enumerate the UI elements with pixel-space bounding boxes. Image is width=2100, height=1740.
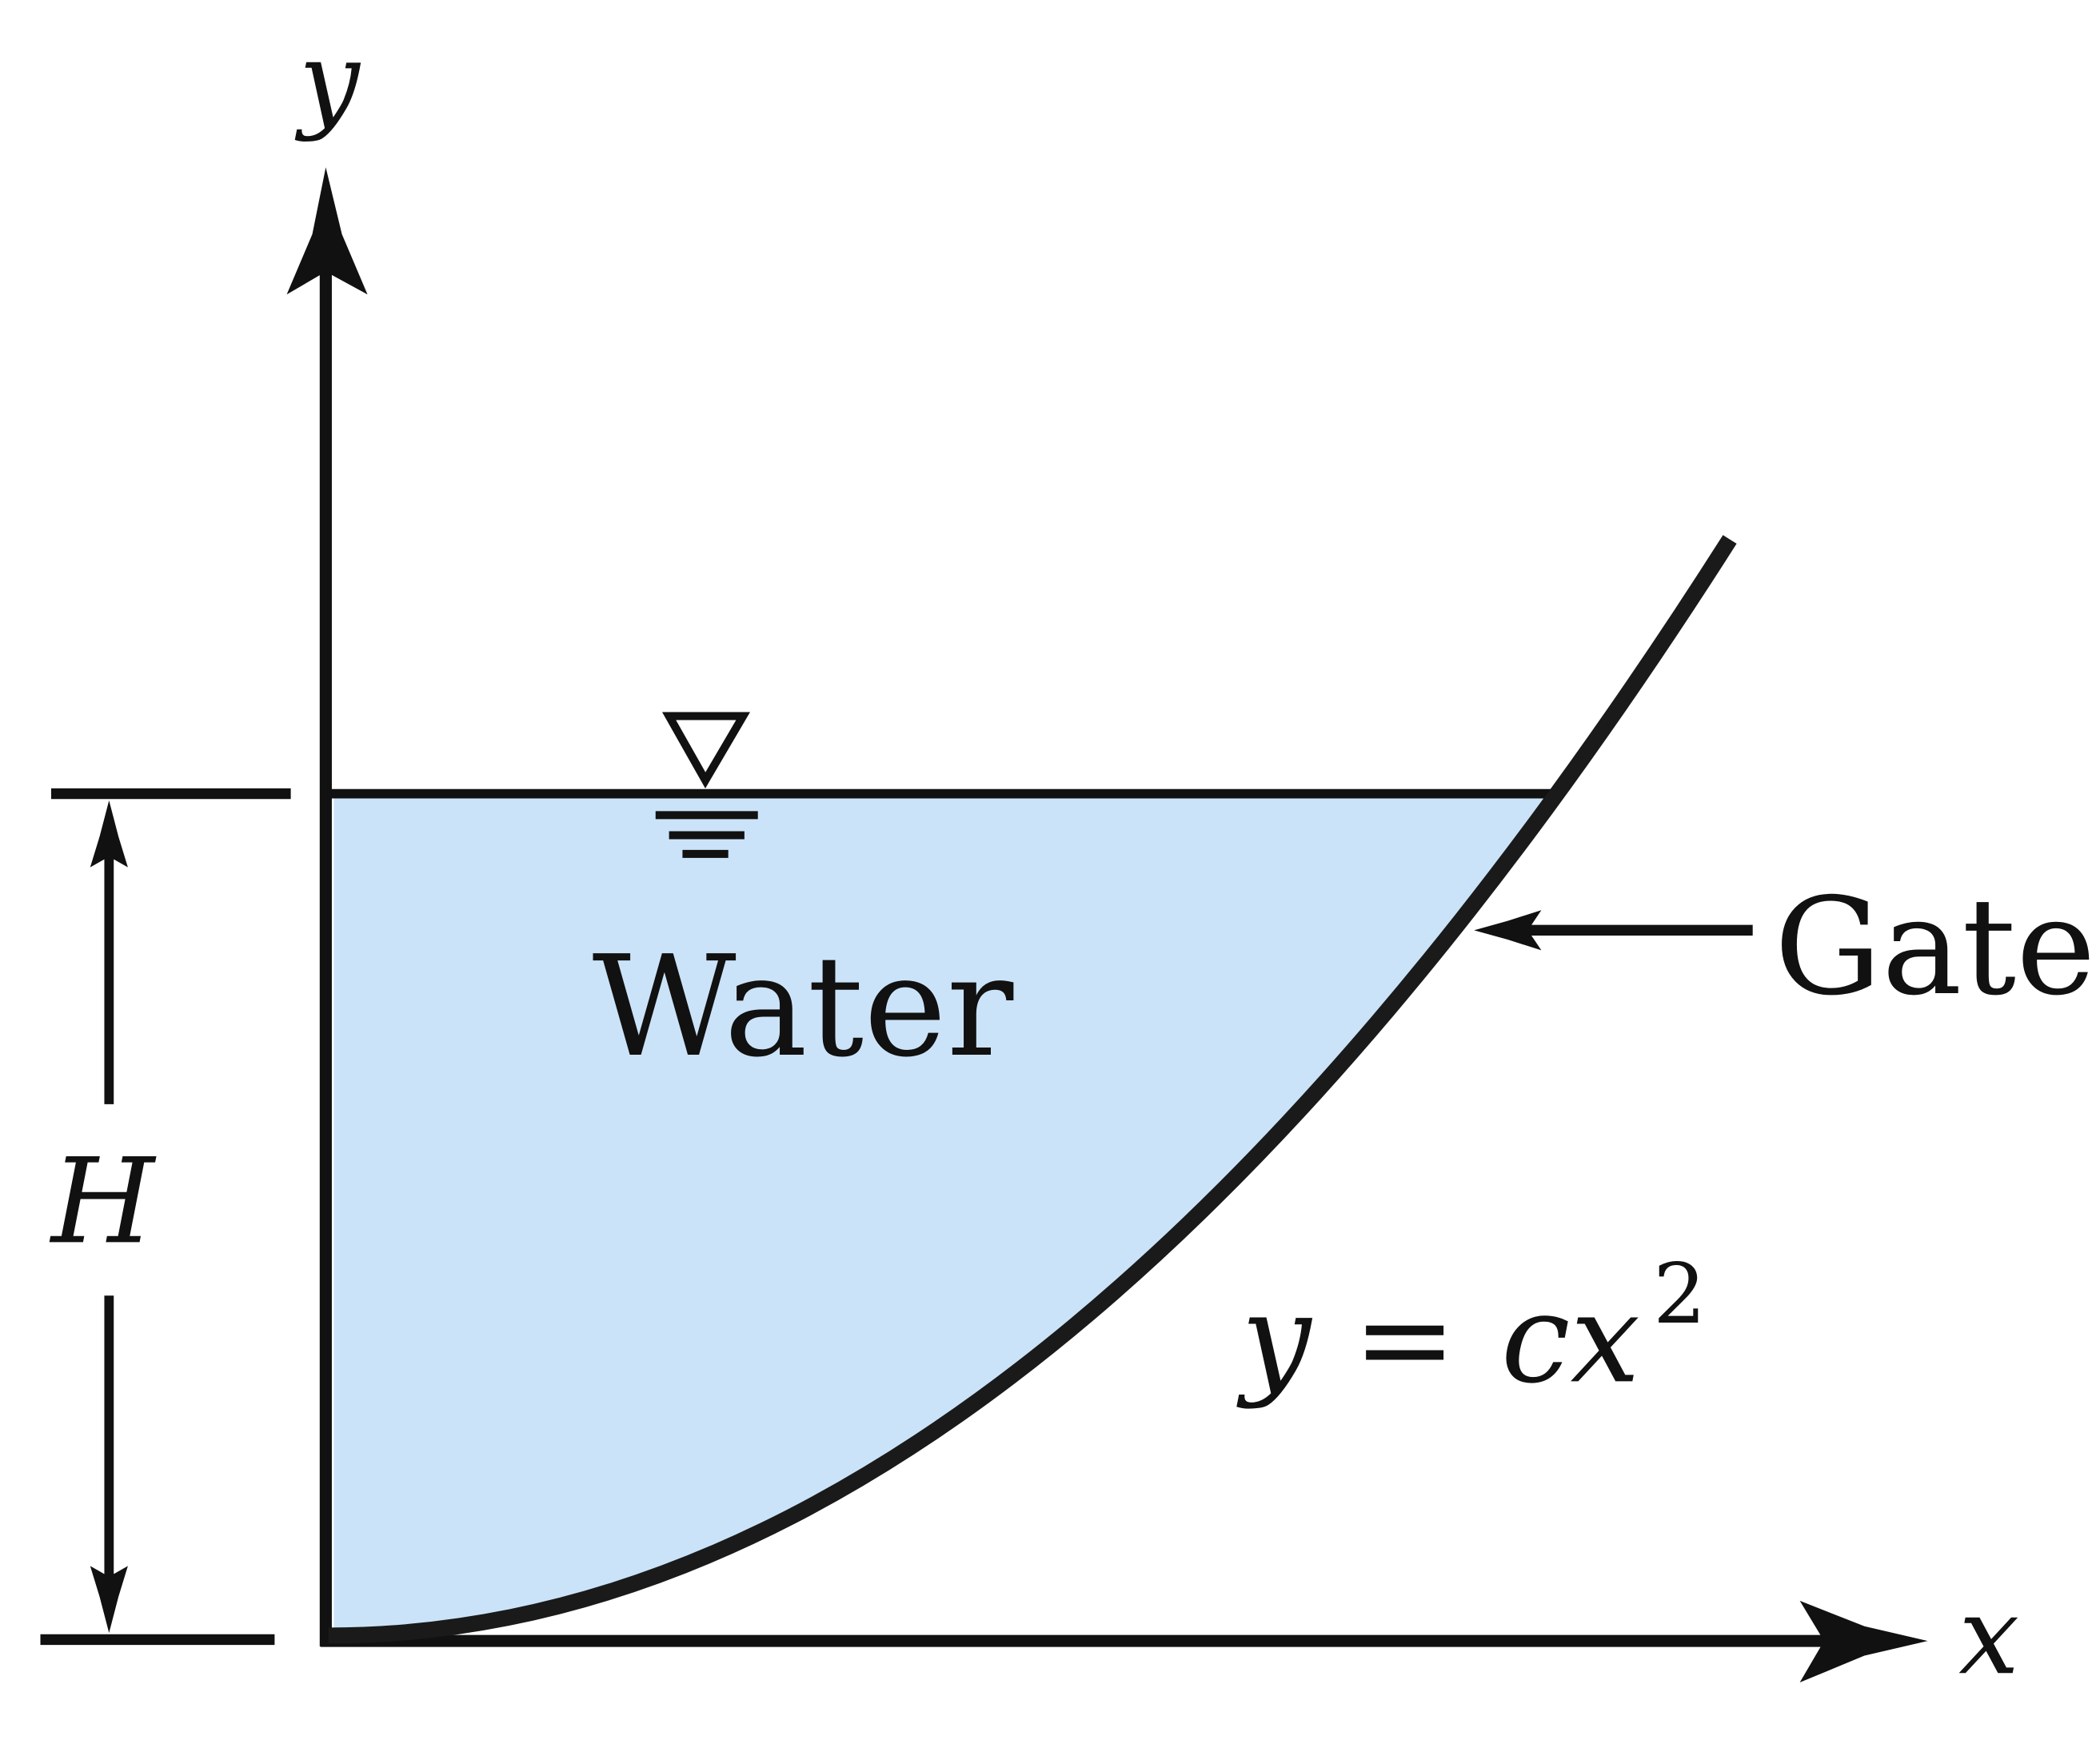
gate-label: Gate [1775, 868, 2096, 1024]
height-label: H [49, 1133, 157, 1271]
equation-equals: = [1353, 1268, 1457, 1411]
water-region [333, 793, 1548, 1636]
y-axis-label: y [295, 18, 361, 144]
height-arrowhead-up [90, 800, 128, 868]
water-label: Water [593, 926, 1014, 1088]
x-axis-arrowhead [1799, 1600, 1928, 1683]
equation-lhs: y [1236, 1268, 1312, 1411]
equation-exponent: 2 [1653, 1245, 1706, 1343]
height-arrowhead-down [90, 1566, 128, 1634]
y-axis-arrowhead [286, 167, 368, 295]
gate-pointer-arrowhead [1474, 910, 1542, 951]
free-surface-triangle-icon [661, 712, 750, 788]
equation-rhs: cx [1501, 1268, 1640, 1411]
gate-equation: y = cx 2 [1236, 1245, 1707, 1411]
parabolic-gate-curve [328, 535, 1737, 1644]
x-axis-label: x [1958, 1574, 2019, 1699]
